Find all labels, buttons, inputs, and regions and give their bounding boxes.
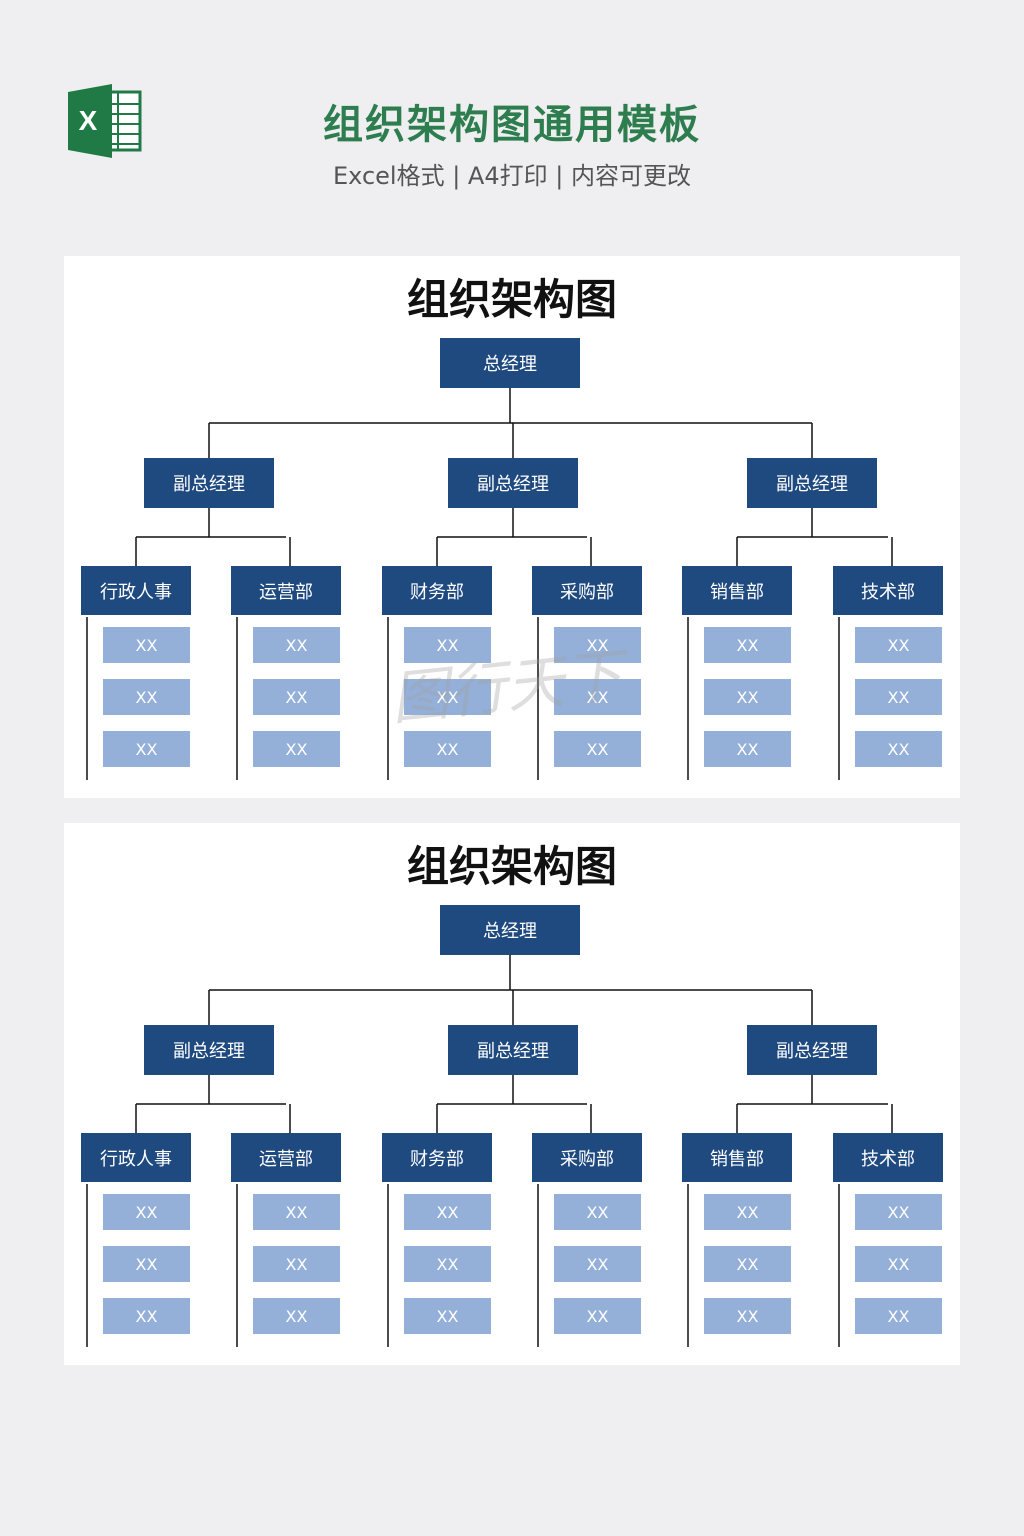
- dept-node: 行政人事: [81, 566, 191, 615]
- root-node: 总经理: [440, 338, 580, 388]
- item-node: XX: [404, 627, 491, 663]
- connector-lines: [86, 388, 893, 780]
- dept-node: 技术部: [833, 1133, 943, 1182]
- vp-node: 副总经理: [448, 458, 578, 508]
- item-node: XX: [103, 679, 190, 715]
- org-chart-sheet-1: 组织架构图 总经理副总经理行政人事 XX XX XX 运营部 XX XX XX 副总经理财务部 X…: [64, 256, 960, 798]
- item-node: XX: [253, 1298, 340, 1334]
- item-node: XX: [253, 679, 340, 715]
- item-node: XX: [554, 627, 641, 663]
- item-node: XX: [704, 1246, 791, 1282]
- item-node: XX: [855, 731, 942, 767]
- dept-node: 采购部: [532, 1133, 642, 1182]
- item-node: XX: [554, 1298, 641, 1334]
- item-node: XX: [704, 679, 791, 715]
- root-node: 总经理: [440, 905, 580, 955]
- item-node: XX: [253, 1194, 340, 1230]
- item-node: XX: [103, 627, 190, 663]
- page-title: 组织架构图通用模板: [323, 102, 701, 148]
- item-node: XX: [404, 731, 491, 767]
- excel-icon: X: [68, 84, 142, 158]
- vp-node: 副总经理: [144, 1025, 274, 1075]
- dept-node: 财务部: [382, 566, 492, 615]
- item-node: XX: [103, 1298, 190, 1334]
- item-node: XX: [554, 679, 641, 715]
- dept-node: 行政人事: [81, 1133, 191, 1182]
- org-chart-sheet-2: 组织架构图 总经理副总经理行政人事 XX XX XX 运营部 XX XX XX 副总经理财务部 X…: [64, 823, 960, 1365]
- vp-node: 副总经理: [747, 1025, 877, 1075]
- dept-node: 运营部: [231, 566, 341, 615]
- item-node: XX: [404, 679, 491, 715]
- item-node: XX: [554, 1246, 641, 1282]
- item-node: XX: [404, 1298, 491, 1334]
- item-node: XX: [855, 627, 942, 663]
- item-node: XX: [704, 1194, 791, 1230]
- dept-node: 运营部: [231, 1133, 341, 1182]
- item-node: XX: [253, 1246, 340, 1282]
- item-node: XX: [103, 1246, 190, 1282]
- item-node: XX: [253, 731, 340, 767]
- item-node: XX: [704, 731, 791, 767]
- sheet-title: 组织架构图: [406, 842, 617, 891]
- item-node: XX: [404, 1194, 491, 1230]
- vp-node: 副总经理: [747, 458, 877, 508]
- item-node: XX: [855, 679, 942, 715]
- item-node: XX: [253, 627, 340, 663]
- vp-node: 副总经理: [144, 458, 274, 508]
- item-node: XX: [704, 1298, 791, 1334]
- item-node: XX: [704, 627, 791, 663]
- dept-node: 技术部: [833, 566, 943, 615]
- dept-node: 财务部: [382, 1133, 492, 1182]
- item-node: XX: [554, 731, 641, 767]
- page-subtitle: Excel格式 | A4打印 | 内容可更改: [333, 162, 691, 190]
- item-node: XX: [103, 731, 190, 767]
- excel-logo-letter: X: [79, 105, 98, 136]
- item-node: XX: [103, 1194, 190, 1230]
- item-node: XX: [404, 1246, 491, 1282]
- dept-node: 采购部: [532, 566, 642, 615]
- item-node: XX: [855, 1246, 942, 1282]
- item-node: XX: [855, 1298, 942, 1334]
- dept-node: 销售部: [682, 1133, 792, 1182]
- item-node: XX: [554, 1194, 641, 1230]
- item-node: XX: [855, 1194, 942, 1230]
- sheet-title: 组织架构图: [406, 275, 617, 324]
- vp-node: 副总经理: [448, 1025, 578, 1075]
- connector-lines: [86, 955, 893, 1347]
- dept-node: 销售部: [682, 566, 792, 615]
